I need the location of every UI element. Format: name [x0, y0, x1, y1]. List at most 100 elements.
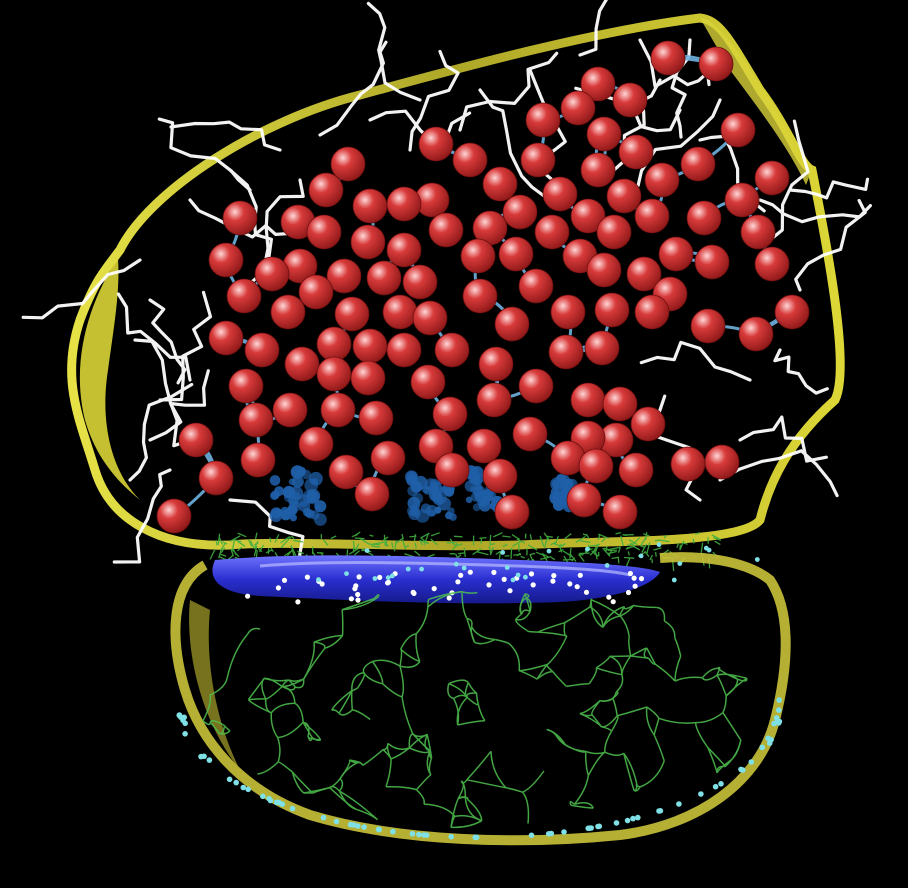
cleft-strand: [472, 548, 482, 556]
membrane-particle: [500, 550, 506, 555]
membrane-particle: [267, 797, 274, 804]
membrane-particle: [548, 830, 555, 837]
postsynaptic-filament: [362, 660, 373, 673]
postsynaptic-filament: [552, 671, 567, 687]
postsynaptic-filament: [400, 648, 421, 663]
postsynaptic-filament: [494, 638, 510, 645]
postsynaptic-filament: [646, 706, 660, 719]
postsynaptic-filament: [725, 679, 739, 697]
postsynaptic-filament: [466, 798, 483, 821]
receptor-particle: [356, 574, 362, 580]
synaptic-vesicle: [418, 126, 454, 162]
synaptic-vesicle: [358, 400, 394, 436]
cleft-strand: [516, 538, 526, 544]
cleft-strand: [623, 556, 635, 559]
postsynaptic-filament: [701, 667, 718, 679]
cleft-strand: [430, 532, 440, 537]
postsynaptic-filament: [264, 698, 272, 714]
cleft-strand: [625, 557, 631, 568]
postsynaptic-filament: [385, 758, 392, 788]
postsynaptic-filament: [466, 750, 492, 781]
cleft-strand: [617, 547, 621, 553]
cleft-strand: [564, 533, 572, 540]
synaptic-vesicle: [606, 178, 642, 214]
synaptic-vesicle: [512, 416, 548, 452]
cytoskeleton-filament: [788, 177, 870, 200]
cleft-strand: [545, 536, 549, 543]
postsynaptic-filament: [604, 730, 613, 753]
postsynaptic-filament: [350, 690, 354, 710]
cleft-strand: [598, 533, 609, 539]
synaptic-vesicle: [754, 246, 790, 282]
cleft-strand: [542, 554, 548, 562]
postsynaptic-filament: [276, 737, 281, 763]
cleft-strand: [270, 547, 274, 553]
postsynaptic-filament: [412, 733, 431, 752]
synaptic-vesicle: [432, 396, 468, 432]
release-site-protein: [282, 485, 296, 499]
cytoskeleton-filament: [116, 292, 192, 382]
cleft-strand: [642, 533, 650, 537]
cleft-strand: [393, 540, 397, 552]
cleft-strand: [330, 535, 337, 540]
postsynaptic-filament: [409, 747, 431, 754]
cleft-strand: [427, 553, 435, 558]
postsynaptic-filament: [630, 647, 648, 657]
membrane-particle: [376, 826, 383, 833]
postsynaptic-filament: [277, 721, 304, 739]
postsynaptic-filament: [470, 626, 496, 641]
cleft-strand: [401, 539, 407, 550]
receptor-particle: [355, 597, 361, 603]
synaptic-vesicle: [634, 198, 670, 234]
membrane-particle: [364, 548, 370, 553]
membrane-particle: [718, 781, 724, 787]
cleft-strand: [654, 539, 660, 542]
postsynaptic-filament: [590, 599, 621, 617]
cleft-strand: [658, 539, 670, 543]
membrane-particle: [176, 712, 183, 719]
membrane-particle: [776, 718, 783, 725]
receptor-particle: [550, 578, 556, 584]
synaptic-vesicle: [352, 328, 388, 364]
cleft-strand: [258, 544, 265, 553]
membrane-particle: [472, 834, 479, 841]
postsynaptic-filament: [399, 665, 405, 698]
cleft-strand: [683, 542, 688, 545]
synaptic-vesicle: [738, 316, 774, 352]
postsynaptic-filament: [302, 721, 322, 741]
synaptic-vesicle: [316, 326, 352, 362]
postsynaptic-filament: [591, 700, 601, 716]
cleft-strand: [633, 545, 641, 551]
cleft-strand: [290, 535, 295, 540]
membrane-particle: [421, 832, 427, 838]
postsynaptic-filament: [209, 676, 229, 696]
postsynaptic-filament: [464, 797, 482, 822]
postsynaptic-filament: [261, 677, 267, 700]
membrane-particle: [316, 577, 321, 582]
synaptic-vesicle: [560, 90, 596, 126]
membrane-particle: [226, 776, 233, 783]
cleft-strand: [414, 550, 421, 557]
membrane-particle: [712, 783, 719, 790]
membrane-particle: [604, 563, 610, 568]
synaptic-vesicle: [410, 364, 446, 400]
cleft-strand: [265, 549, 273, 554]
postsynaptic-filament: [466, 618, 476, 643]
postsynaptic-filament: [619, 604, 635, 617]
synaptic-vesicle: [596, 214, 632, 250]
cleft-strand: [607, 549, 613, 557]
cleft-strand: [603, 547, 611, 552]
cleft-strand: [348, 548, 359, 555]
synaptic-vesicle: [334, 296, 370, 332]
postsynaptic-filament: [202, 694, 212, 722]
release-site-protein: [470, 492, 481, 502]
release-site-protein: [314, 500, 327, 513]
cleft-strand: [359, 537, 370, 545]
receptor-particle: [638, 576, 645, 582]
synaptic-vesicle: [452, 142, 488, 178]
cleft-strand: [606, 550, 617, 555]
release-site-protein: [291, 475, 304, 488]
synaptic-vesicle: [462, 278, 498, 314]
cytoskeleton-filament: [758, 198, 872, 224]
cytoskeleton-filament: [773, 348, 829, 395]
